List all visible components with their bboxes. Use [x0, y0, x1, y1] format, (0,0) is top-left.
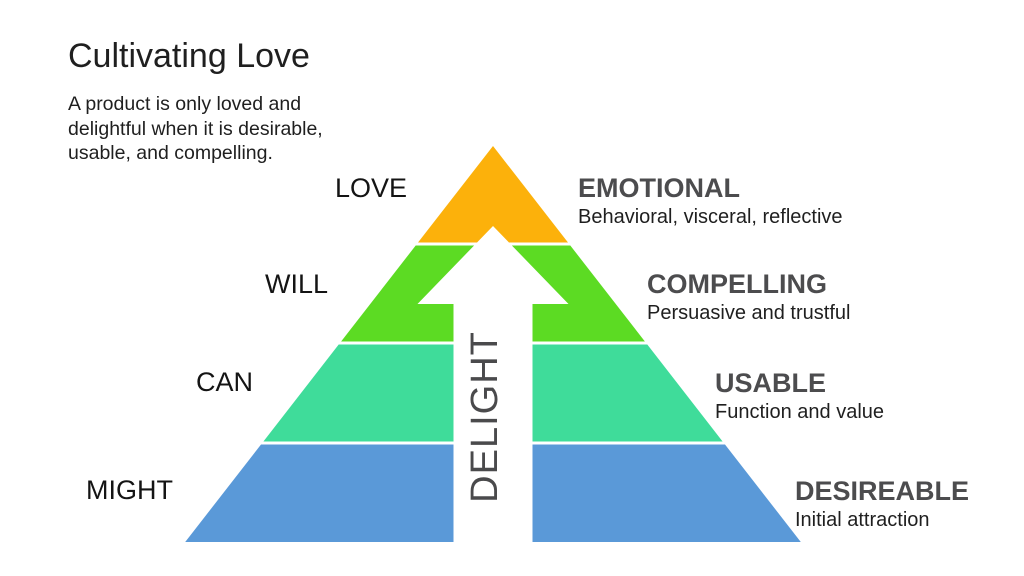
band-title-usable: USABLE — [715, 368, 826, 398]
left-label-love: LOVE — [335, 173, 407, 203]
left-label-can: CAN — [196, 367, 253, 397]
left-labels: LOVE WILL CAN MIGHT — [86, 173, 407, 505]
band-subtitle-compelling: Persuasive and trustful — [647, 302, 850, 324]
subtitle-line-1: A product is only loved and — [68, 93, 301, 115]
delight-arrow-label: DELIGHT — [464, 331, 506, 503]
band-title-compelling: COMPELLING — [647, 269, 827, 299]
page-title: Cultivating Love — [68, 37, 310, 75]
band-subtitle-emotional: Behavioral, visceral, reflective — [578, 206, 843, 228]
band-title-desireable: DESIREABLE — [795, 476, 969, 506]
subtitle-line-3: usable, and compelling. — [68, 142, 273, 164]
left-label-will: WILL — [265, 269, 328, 299]
left-label-might: MIGHT — [86, 475, 173, 505]
pyramid-band-emotional — [418, 146, 568, 243]
subtitle-line-2: delightful when it is desirable, — [68, 118, 323, 140]
delight-arrow — [417, 226, 569, 543]
band-title-emotional: EMOTIONAL — [578, 173, 740, 203]
band-subtitle-usable: Function and value — [715, 401, 884, 423]
band-subtitle-desireable: Initial attraction — [795, 509, 930, 531]
right-descriptions: EMOTIONAL Behavioral, visceral, reflecti… — [578, 173, 969, 531]
